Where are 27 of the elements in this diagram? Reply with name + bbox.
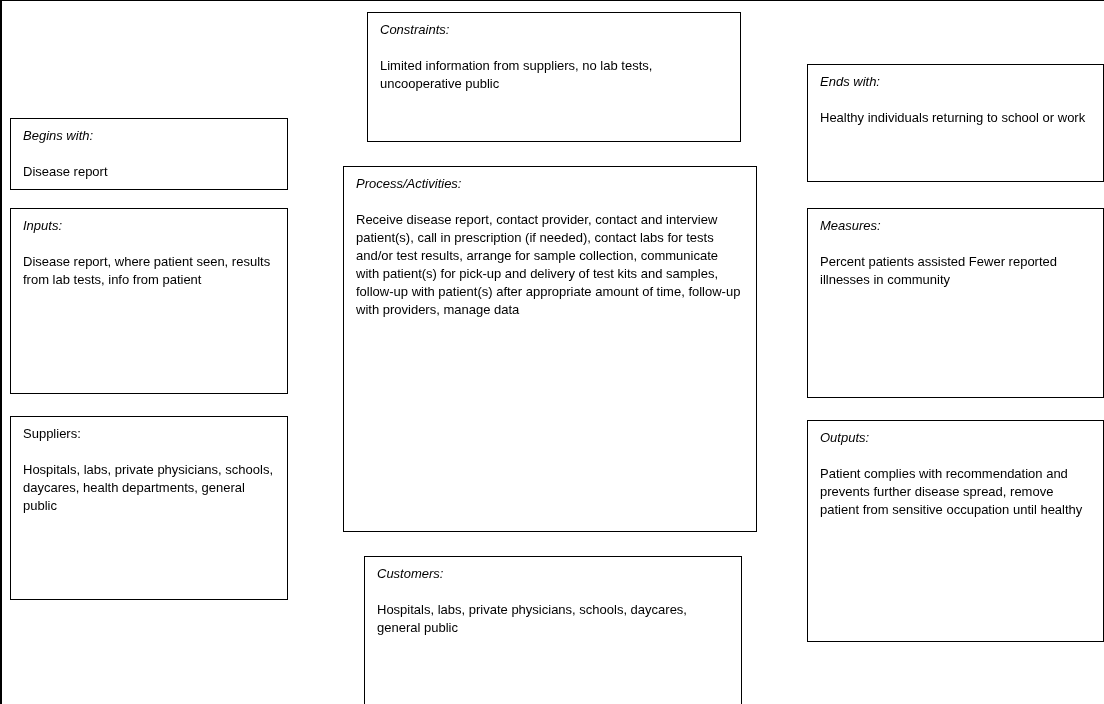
box-body: Limited information from suppliers, no lab tests, uncooperative public <box>380 57 654 93</box>
box-heading: Suppliers: <box>23 425 82 443</box>
box-body: Patient complies with recommendation and prevents further disease spread, remove patient from sensitive occupation until healthy <box>820 465 1084 519</box>
box-heading: Customers: <box>377 565 445 583</box>
box-body: Hospitals, labs, private physicians, schools, daycares, general public <box>377 601 688 637</box>
text-box <box>10 416 288 600</box>
box-body: Receive disease report, contact provider, contact and interview patient(s), call in prescription (if needed), contact labs for tests and/or test results, arrange for sample collection, communicate with patient(s) for pick-up and delivery of test kits and samples, follow-up with patient(s) after appropriate amount of time, follow-up with providers, manage data <box>356 211 742 319</box>
box-heading: Inputs: <box>23 217 64 235</box>
box-heading: Outputs: <box>820 429 871 447</box>
box-heading: Begins with: <box>23 127 95 145</box>
box-heading: Constraints: <box>380 21 451 39</box>
text-box <box>10 208 288 394</box>
text-box <box>807 64 1104 182</box>
box-body: Percent patients assisted Fewer reported illnesses in community <box>820 253 1058 289</box>
box-body: Disease report, where patient seen, results from lab tests, info from patient <box>23 253 272 289</box>
text-box <box>343 166 757 532</box>
text-box <box>807 420 1104 642</box>
box-body: Disease report <box>23 163 109 181</box>
text-box <box>807 208 1104 398</box>
text-box <box>367 12 741 142</box>
box-body: Healthy individuals returning to school or work <box>820 109 1087 127</box>
text-box <box>10 118 288 190</box>
box-heading: Measures: <box>820 217 882 235</box>
box-body: Hospitals, labs, private physicians, schools, daycares, health departments, general public <box>23 461 274 515</box>
box-heading: Ends with: <box>820 73 881 91</box>
box-heading: Process/Activities: <box>356 175 463 193</box>
text-box <box>364 556 742 704</box>
